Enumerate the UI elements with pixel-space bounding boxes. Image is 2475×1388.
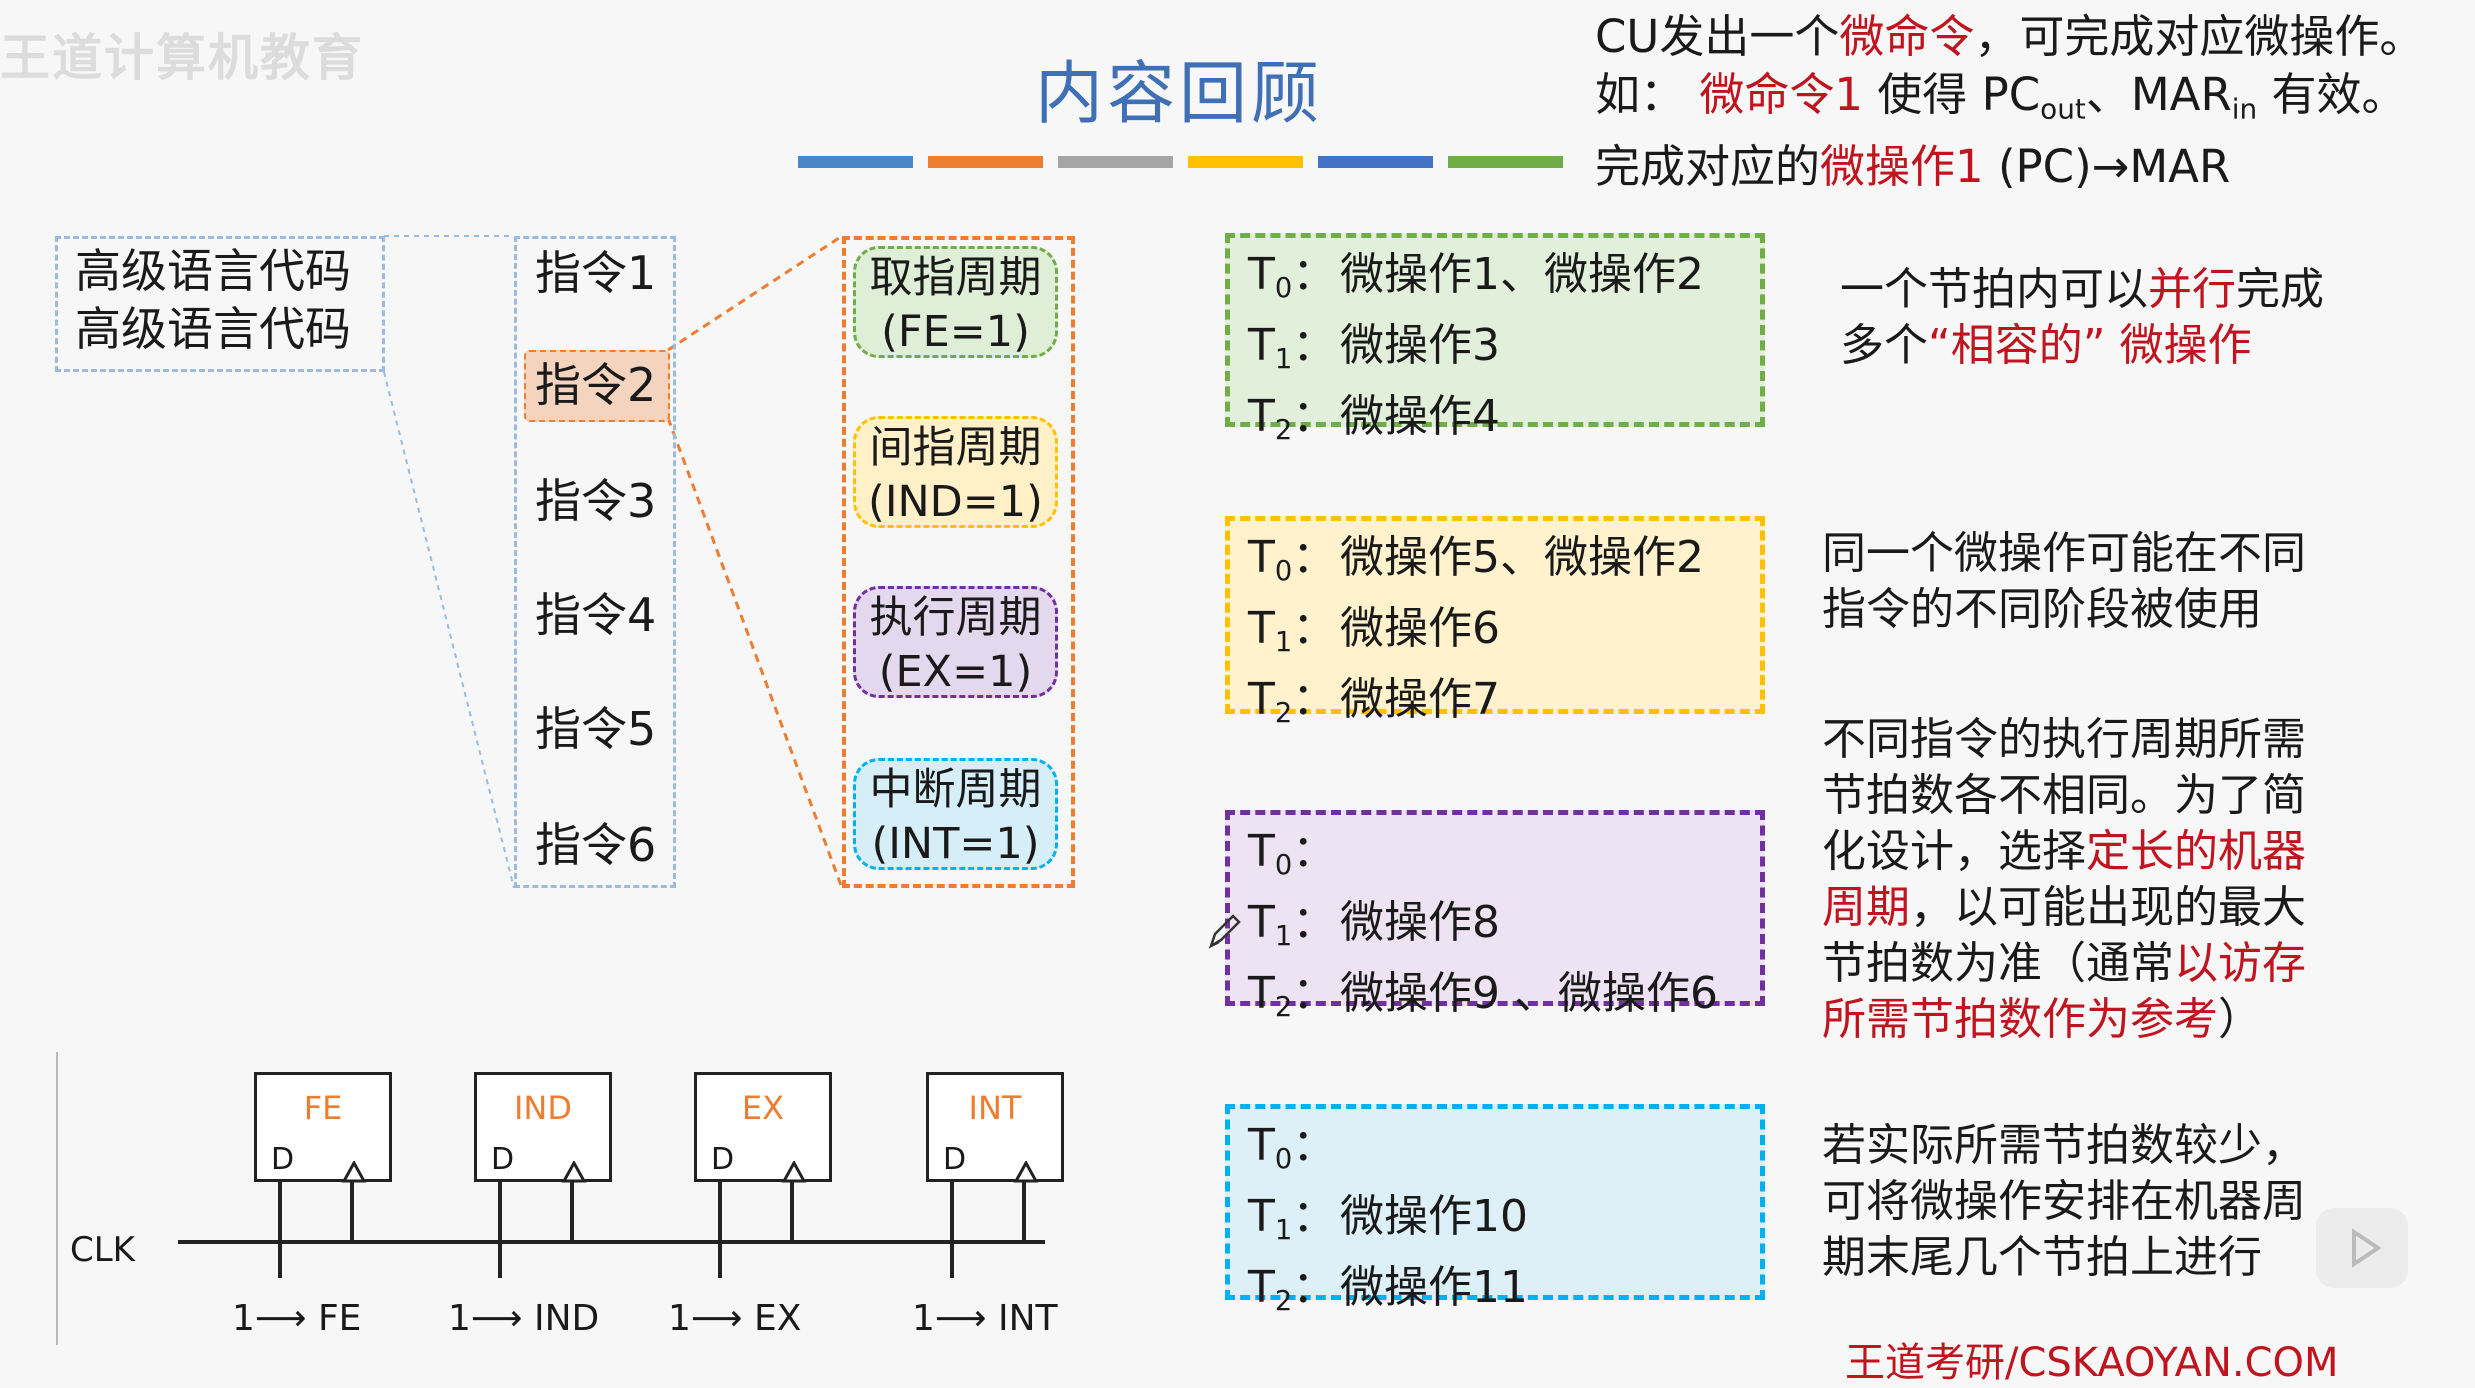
page-title: 内容回顾 (1035, 55, 1324, 134)
instruction-3: 指令3 (535, 474, 657, 528)
fetch-cycle-timing: T0：微操作1、微操作2 T1：微操作3 T2：微操作4 (1225, 233, 1765, 447)
footer-brand: 王道考研/CSKAOYAN.COM (1845, 1340, 2339, 1386)
color-bar-5 (1318, 156, 1433, 168)
fetch-cycle: 取指周期(FE=1) (853, 246, 1058, 358)
instruction-list-box (514, 236, 676, 888)
timing-row: T2：微操作9 、微操作6 (1248, 968, 1718, 1024)
instruction-1: 指令1 (535, 246, 657, 300)
clk-label: CLK (70, 1230, 135, 1270)
int-set-label: 1⟶ INT (912, 1298, 1058, 1339)
timing-row: T0： (1248, 1120, 1337, 1176)
timing-row: T1：微操作10 (1248, 1191, 1528, 1247)
ind-set-label: 1⟶ IND (448, 1298, 600, 1339)
execute-cycle-timing: T0： T1：微操作8 T2：微操作9 、微操作6 (1225, 810, 1765, 1024)
end-of-cycle-note: 若实际所需节拍数较少， 可将微操作安排在机器周 期末尾几个节拍上进行 (1822, 1120, 2306, 1283)
flipflop-fe: FE D (254, 1072, 392, 1183)
indirect-cycle: 间指周期(IND=1) (853, 416, 1058, 528)
flipflop-int: INT D (926, 1072, 1064, 1183)
parallel-micro-ops-note: 一个节拍内可以并行完成 多个“相容的” 微操作 (1840, 264, 2324, 371)
instruction-2: 指令2 (535, 358, 657, 412)
color-bar-4 (1188, 156, 1303, 168)
source-code-line-1: 高级语言代码 (75, 244, 351, 298)
instruction-4: 指令4 (535, 588, 657, 642)
color-bar-2 (928, 156, 1043, 168)
instruction-6: 指令6 (535, 818, 657, 872)
timing-row: T2：微操作7 (1248, 674, 1500, 730)
color-bar-3 (1058, 156, 1173, 168)
ex-set-label: 1⟶ EX (668, 1298, 802, 1339)
instruction-2-highlight (524, 350, 670, 422)
indirect-cycle-timing: T0：微操作5、微操作2 T1：微操作6 T2：微操作7 (1225, 516, 1765, 730)
fe-set-label: 1⟶ FE (232, 1298, 362, 1339)
flipflop-ind: IND D (474, 1072, 612, 1183)
shared-micro-op-note: 同一个微操作可能在不同 指令的不同阶段被使用 (1822, 528, 2306, 635)
fixed-length-cycle-note: 不同指令的执行周期所需 节拍数各不相同。为了简 化设计，选择定长的机器 周期，以… (1822, 714, 2306, 1045)
color-bar-6 (1448, 156, 1563, 168)
micro-command-note: CU发出一个微命令，可完成对应微操作。 如： 微命令1 使得 PCout、MAR… (1595, 10, 2425, 194)
source-code-line-2: 高级语言代码 (75, 302, 351, 356)
timing-row: T0：微操作1、微操作2 (1248, 249, 1704, 305)
color-bar-1 (798, 156, 913, 168)
source-code-box (55, 236, 385, 372)
timing-row: T0： (1248, 826, 1337, 882)
timing-row: T1：微操作3 (1248, 320, 1500, 376)
interrupt-cycle-timing: T0： T1：微操作10 T2：微操作11 (1225, 1104, 1765, 1318)
timing-row: T0：微操作5、微操作2 (1248, 532, 1704, 588)
interrupt-cycle: 中断周期(INT=1) (853, 758, 1058, 870)
flipflop-ex: EX D (694, 1072, 832, 1183)
pen-cursor-icon (1208, 914, 1241, 949)
timing-row: T1：微操作6 (1248, 603, 1500, 659)
machine-cycles-box (842, 236, 1075, 888)
instruction-5: 指令5 (535, 702, 657, 756)
execute-cycle: 执行周期(EX=1) (853, 586, 1058, 698)
timing-row: T2：微操作4 (1248, 391, 1500, 447)
play-icon[interactable] (2316, 1208, 2408, 1288)
logo-watermark: 王道计算机教育 (0, 29, 364, 87)
timing-row: T2：微操作11 (1248, 1262, 1528, 1318)
timing-row: T1：微操作8 (1248, 897, 1500, 953)
